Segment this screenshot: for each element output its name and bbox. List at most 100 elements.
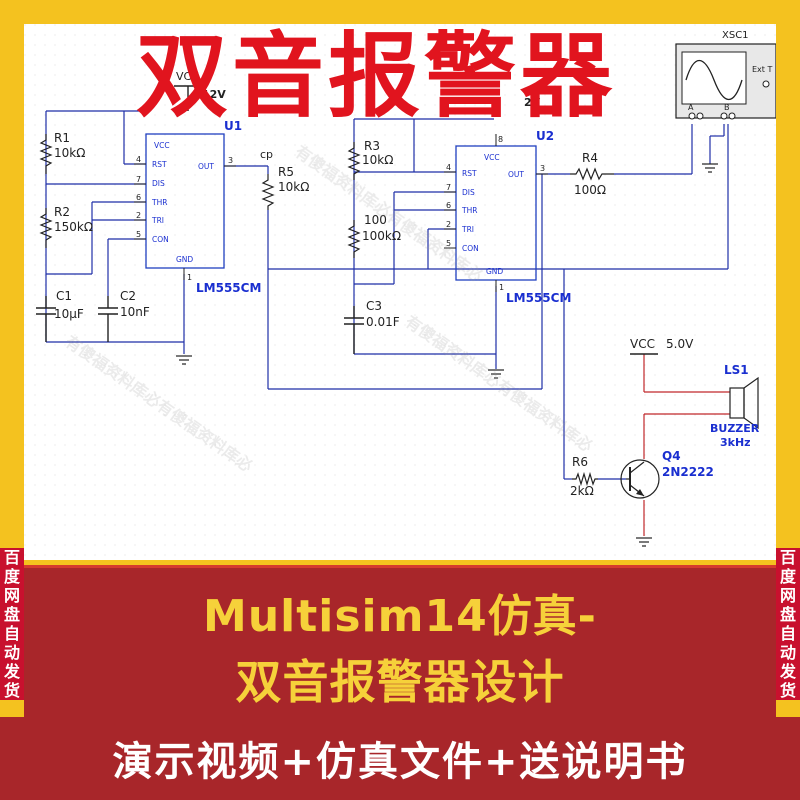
- u1-part: LM555CM: [196, 281, 261, 295]
- u1-pin-tri: TRI: [151, 216, 164, 225]
- side-char: 货: [779, 681, 796, 700]
- side-char: 度: [779, 567, 796, 586]
- vcc3-label: VCC: [630, 337, 655, 351]
- side-char: 发: [3, 662, 20, 681]
- vcc2-value: 2V: [524, 96, 541, 109]
- vcc-symbols: [174, 85, 658, 355]
- r2-value: 150kΩ: [54, 220, 93, 234]
- side-char: 自: [779, 624, 796, 643]
- u2-pin-tri: TRI: [461, 225, 474, 234]
- capacitors: [36, 296, 364, 354]
- u1-pin3-num: 3: [228, 156, 233, 165]
- q4-label: Q4: [662, 449, 681, 463]
- r5-value: 10kΩ: [278, 180, 309, 194]
- u2-pin7-num: 7: [446, 183, 451, 192]
- banner-line-1: Multisim14仿真-: [203, 591, 597, 642]
- side-char: 盘: [779, 605, 796, 624]
- u2-pin3-num: 3: [540, 164, 545, 173]
- u1-pin-dis: DIS: [152, 179, 165, 188]
- side-tag-left: 百 度 网 盘 自 动 发 货: [0, 548, 24, 700]
- u2-pin-dis: DIS: [462, 188, 475, 197]
- u2-pin5-num: 5: [446, 239, 451, 248]
- u2-pin-vcc: VCC: [484, 153, 500, 162]
- r1-label: R1: [54, 131, 70, 145]
- u1-pin-con: CON: [152, 235, 169, 244]
- transistor-q4[interactable]: [620, 459, 660, 499]
- u2-pin6-num: 6: [446, 201, 451, 210]
- side-char: 度: [3, 567, 20, 586]
- wire-layer: [45, 110, 729, 480]
- c1-label: C1: [56, 289, 72, 303]
- u2-pin-gnd: GND: [486, 267, 503, 276]
- circuit-schematic: VCC 12V 2V U1 U2 LM555CM LM555CM VCC RST…: [24, 24, 776, 560]
- buzzer-label: BUZZER: [710, 422, 760, 435]
- u2-pin1-num: 1: [499, 283, 504, 292]
- scope-b-label: B: [724, 103, 730, 112]
- c3-value: 0.01F: [366, 315, 400, 329]
- banner-line-2: 双音报警器设计: [235, 655, 565, 709]
- u1-pin4-num: 4: [136, 155, 141, 164]
- buzzer-freq: 3kHz: [720, 436, 751, 449]
- r100-value: 100kΩ: [362, 229, 401, 243]
- schematic-canvas: VCC 12V 2V U1 U2 LM555CM LM555CM VCC RST…: [24, 24, 776, 560]
- xsc1-label: XSC1: [722, 30, 749, 41]
- r3-value: 10kΩ: [362, 153, 393, 167]
- cp-label: cp: [260, 148, 273, 161]
- oscilloscope-xsc1[interactable]: [675, 43, 776, 120]
- pin-stubs: [134, 134, 548, 292]
- side-char: 网: [779, 586, 796, 605]
- u2-label: U2: [536, 129, 554, 143]
- u1-pin-rst: RST: [152, 160, 167, 169]
- u1-pin-out: OUT: [198, 162, 214, 171]
- u2-pin-thr: THR: [461, 206, 477, 215]
- u1-pin-gnd: GND: [176, 255, 193, 264]
- u1-pin-vcc: VCC: [154, 141, 170, 150]
- vcc3-value: 5.0V: [666, 337, 694, 351]
- bottom-strip: 演示视频+仿真文件+送说明书: [0, 717, 800, 800]
- side-char: 自: [3, 624, 20, 643]
- u1-pin7-num: 7: [136, 175, 141, 184]
- red-wire-layer: [643, 354, 730, 536]
- side-char: 动: [779, 643, 796, 662]
- buzzer-ls1[interactable]: [729, 376, 759, 430]
- side-tag-right: 百 度 网 盘 自 动 发 货: [776, 548, 800, 700]
- c2-label: C2: [120, 289, 136, 303]
- side-char: 百: [3, 548, 20, 567]
- side-char: 网: [3, 586, 20, 605]
- c1-value: 10µF: [54, 307, 84, 321]
- ground-symbols: [176, 163, 718, 547]
- ic-u1[interactable]: [145, 133, 225, 269]
- u1-pin-thr: THR: [151, 198, 167, 207]
- side-char: 百: [779, 548, 796, 567]
- promo-banner: Multisim14仿真- 双音报警器设计: [24, 565, 776, 720]
- side-char: 盘: [3, 605, 20, 624]
- side-char: 动: [3, 643, 20, 662]
- side-char: 发: [779, 662, 796, 681]
- r4-value: 100Ω: [574, 183, 606, 197]
- r6-label: R6: [572, 455, 588, 469]
- r1-value: 10kΩ: [54, 146, 85, 160]
- q4-part: 2N2222: [662, 465, 714, 479]
- vcc1-value: 12V: [202, 88, 226, 101]
- ls1-label: LS1: [724, 363, 749, 377]
- r3-label: R3: [364, 139, 380, 153]
- c3-label: C3: [366, 299, 382, 313]
- u2-pin-con: CON: [462, 244, 479, 253]
- side-char: 货: [3, 681, 20, 700]
- scope-a-label: A: [688, 103, 694, 112]
- u2-pin-rst: RST: [462, 169, 477, 178]
- u2-pin-out: OUT: [508, 170, 524, 179]
- u1-pin2-num: 2: [136, 211, 141, 220]
- r6-value: 2kΩ: [570, 484, 594, 498]
- resistors: [39, 134, 614, 487]
- u1-pin5-num: 5: [136, 230, 141, 239]
- r100-label: 100: [364, 213, 387, 227]
- scope-ext-label: Ext T: [752, 65, 772, 74]
- hero-title: 双音报警器: [135, 23, 616, 130]
- u1-label: U1: [224, 119, 242, 133]
- u2-pin4-num: 4: [446, 163, 451, 172]
- u2-pin2-num: 2: [446, 220, 451, 229]
- c2-value: 10nF: [120, 305, 150, 319]
- u2-part: LM555CM: [506, 291, 571, 305]
